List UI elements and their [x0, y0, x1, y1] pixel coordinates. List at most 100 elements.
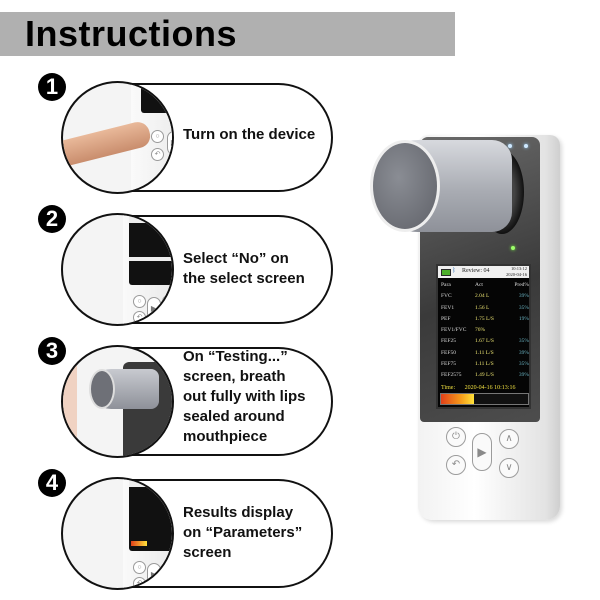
step-3: 3 On “Testing...” screen, breath out ful…: [30, 337, 350, 458]
table-row: FEV1 1.56 L 35%: [441, 303, 529, 314]
step-text-line: mouthpiece: [183, 428, 268, 445]
param-predicted: 35%: [518, 304, 529, 311]
step-number-badge: 2: [38, 205, 66, 233]
param-actual: 1.75 L/S: [475, 315, 494, 322]
step-3-text: On “Testing...” screen, breath out fully…: [183, 347, 306, 447]
step-text-line: Results display: [183, 504, 294, 521]
back-button-icon: ↶: [133, 577, 146, 588]
param-predicted: 35%: [518, 361, 529, 368]
step-text-line: the select screen: [183, 270, 305, 287]
screen-time: 10:13:12: [510, 266, 527, 271]
step-number-badge: 1: [38, 73, 66, 101]
screen-date: 2020-04-16: [506, 271, 527, 277]
table-row: PEF 1.75 L/S 19%: [441, 314, 529, 325]
down-button[interactable]: ∨: [499, 458, 519, 478]
param-name: PEF: [441, 315, 451, 322]
table-row: FEF75 1.11 L/S 35%: [441, 359, 529, 370]
screen-footer-time: Time: 2020-04-16 10:13:16: [441, 385, 515, 391]
param-name: FVC: [441, 293, 452, 300]
param-name: FEF75: [441, 361, 456, 368]
param-predicted: 39%: [518, 293, 529, 300]
screen-progress-bar: [440, 393, 529, 405]
mouthpiece-opening: [370, 140, 440, 232]
screen-selection-no: [129, 257, 172, 261]
param-predicted: 19%: [518, 315, 529, 322]
device-screen: [129, 217, 172, 285]
step-2: 2 ○ ↶ ▶ ^ v Select “No” on the select sc…: [30, 205, 350, 326]
param-name: FEF2575: [441, 372, 462, 379]
step-text-line: out fully with lips: [183, 388, 306, 405]
play-button[interactable]: ▶: [472, 433, 492, 471]
table-row: FEF25 1.67 L/S 35%: [441, 336, 529, 347]
power-button-icon: ○: [151, 130, 164, 143]
step-3-image-circle: [61, 345, 174, 458]
power-button-icon: ○: [133, 295, 146, 308]
page-title: Instructions: [25, 13, 238, 54]
step-text-line: screen, breath: [183, 368, 286, 385]
table-header: Para Act Pred%: [441, 280, 529, 291]
down-button-icon: v: [162, 311, 172, 324]
play-button-icon: ▶: [147, 297, 161, 321]
param-predicted: 35%: [518, 338, 529, 345]
title-banner: Instructions: [0, 12, 455, 56]
screen-status-bar: [129, 217, 172, 223]
parameters-table: Para Act Pred% FVC 2.04 L 39% FEV1 1.56 …: [441, 280, 529, 382]
param-name: FEF50: [441, 349, 456, 356]
status-led-green: [511, 246, 515, 250]
param-actual: 1.49 L/S: [475, 372, 494, 379]
device-screen: ᛒ Review: 04 10:13:12 2020-04-16 Para Ac…: [436, 264, 531, 409]
step-number-badge: 4: [38, 469, 66, 497]
screen-progress-bar: [131, 541, 147, 546]
device-screen: [141, 83, 172, 113]
step-text-line: on “Parameters”: [183, 524, 303, 541]
param-name: FEV1/FVC: [441, 327, 467, 334]
param-actual: 1.11 L/S: [475, 349, 494, 356]
back-button-icon: ↶: [151, 148, 164, 161]
up-button-icon: ^: [162, 295, 172, 308]
battery-icon: [441, 269, 451, 276]
screen-status-bar: [129, 481, 172, 487]
power-button-icon: ○: [133, 561, 146, 574]
param-actual: 1.56 L: [475, 304, 490, 311]
indicator-led: [508, 144, 512, 148]
column-header: Pred%: [514, 282, 529, 288]
back-button[interactable]: ↶: [446, 455, 466, 475]
step-number-badge: 3: [38, 337, 66, 365]
column-header: Act: [475, 282, 483, 288]
param-actual: 1.11 L/S: [475, 361, 494, 368]
step-1-text: Turn on the device: [183, 125, 315, 145]
param-predicted: 39%: [518, 349, 529, 356]
step-1-image-circle: ○ ↶ ▶ ^ v: [61, 81, 174, 194]
step-text-line: sealed around: [183, 408, 285, 425]
time-label: Time:: [441, 385, 456, 391]
time-value: 2020-04-16 10:13:16: [464, 385, 516, 391]
indicator-led: [524, 144, 528, 148]
step-4-text: Results display on “Parameters” screen: [183, 503, 302, 563]
param-predicted: [507, 325, 529, 336]
mouthpiece-opening: [89, 369, 115, 409]
param-actual: 76%: [475, 327, 486, 334]
table-row: FEF50 1.11 L/S 39%: [441, 348, 529, 359]
table-row: FEF2575 1.49 L/S 39%: [441, 370, 529, 381]
play-button-icon: ▶: [147, 563, 161, 587]
param-name: FEV1: [441, 304, 455, 311]
step-1: 1 ○ ↶ ▶ ^ v Turn on the device: [30, 73, 350, 194]
face-illustration: [63, 357, 77, 447]
power-button[interactable]: ⏻: [446, 427, 466, 447]
step-2-image-circle: ○ ↶ ▶ ^ v: [61, 213, 174, 326]
up-button[interactable]: ∧: [499, 429, 519, 449]
param-actual: 1.67 L/S: [475, 338, 494, 345]
step-text-line: On “Testing...”: [183, 348, 288, 365]
step-4-image-circle: ○ ↶ ▶ ^ v: [61, 477, 174, 590]
screen-status-bar: ᛒ Review: 04 10:13:12 2020-04-16: [438, 266, 529, 278]
table-row: FEV1/FVC 76%: [441, 325, 529, 336]
step-text-line: Turn on the device: [183, 126, 316, 143]
screen-title: Review: 04: [462, 268, 490, 274]
table-row: FVC 2.04 L 39%: [441, 291, 529, 302]
screen-datetime: 10:13:12 2020-04-16: [506, 266, 527, 277]
step-text-line: Select “No” on: [183, 250, 289, 267]
down-button-icon: v: [162, 577, 172, 588]
param-predicted: 39%: [518, 372, 529, 379]
param-actual: 2.04 L: [475, 293, 490, 300]
step-4: 4 ○ ↶ ▶ ^ v Results display on “Paramete…: [30, 469, 350, 590]
